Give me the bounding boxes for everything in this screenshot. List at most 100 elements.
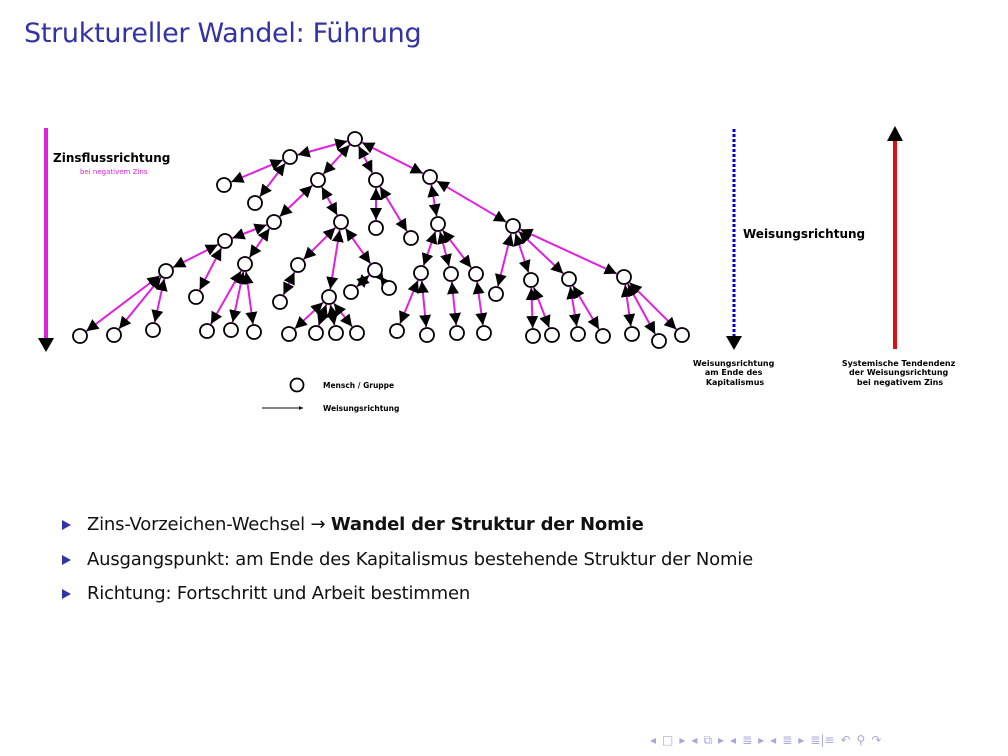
- node-l1: [281, 326, 297, 342]
- svg-text:Weisungsrichtung am Ende d: Weisungsrichtung am Ende des Kapitalismu…: [693, 359, 777, 387]
- nav-frame-icon[interactable]: □: [662, 733, 674, 747]
- edge-o-o2: [416, 280, 432, 328]
- edge-p-p1: [447, 281, 461, 326]
- edge-a-a1: [230, 159, 284, 183]
- edge-k-k1: [356, 274, 370, 288]
- nav-toc-icon[interactable]: ≣|≡: [810, 733, 835, 747]
- edge-s-s1: [566, 286, 581, 327]
- nav-next-section-icon[interactable]: ▸: [758, 733, 765, 747]
- node-l3: [328, 325, 344, 341]
- legend-node-icon: [289, 377, 305, 393]
- edge-r-r1: [525, 287, 539, 329]
- node-h1: [72, 328, 88, 344]
- edge-f-l: [326, 229, 344, 290]
- edge-j-j1: [282, 271, 296, 296]
- node-k: [367, 262, 383, 278]
- blue-caption-line-1: Weisungsrichtung: [693, 359, 775, 368]
- node-t2: [651, 333, 667, 349]
- node-q: [468, 266, 484, 282]
- node-q1: [476, 325, 492, 341]
- edge-m-o: [421, 231, 438, 266]
- edge-l-l4: [333, 302, 353, 328]
- bullet-text: Richtung: Fortschritt und Arbeit bestimm…: [87, 583, 471, 604]
- legend-node-label: Mensch / Gruppe: [323, 381, 394, 390]
- bullet-triangle-icon: [62, 589, 71, 599]
- red-caption-line-1: Systemische Tendendenz: [842, 359, 956, 368]
- node-l2: [308, 325, 324, 341]
- weisungsrichtung-label: Weisungsrichtung: [743, 227, 865, 241]
- nav-search-icon[interactable]: ⚲: [856, 733, 866, 747]
- edge-k-k2: [371, 268, 393, 290]
- edge-b-e: [279, 184, 313, 218]
- hierarchy-diagram: Zinsflussrichtung bei negativem Zins Wei…: [38, 126, 958, 413]
- node-m: [430, 216, 446, 232]
- bullet-list: Zins-Vorzeichen-Wechsel → Wandel der Str…: [62, 512, 753, 616]
- edge-root-c: [357, 145, 374, 174]
- nav-prev-subsection-icon[interactable]: ◂: [691, 733, 698, 747]
- bullet-text: Zins-Vorzeichen-Wechsel →: [87, 514, 331, 535]
- nav-back-icon[interactable]: ↶: [840, 733, 851, 747]
- node-n: [505, 218, 521, 234]
- node-j: [290, 257, 306, 273]
- edge-root-b: [322, 144, 351, 175]
- node-t1: [624, 326, 640, 342]
- node-r: [523, 272, 539, 288]
- edge-l-l2: [316, 304, 329, 326]
- tree-nodes: [72, 131, 690, 349]
- nav-section-icon[interactable]: ≣: [742, 733, 753, 747]
- nav-next-slide-icon[interactable]: ▸: [798, 733, 805, 747]
- edge-d-n: [436, 180, 507, 223]
- nav-prev-section-icon[interactable]: ◂: [730, 733, 737, 747]
- edge-t-t1: [620, 284, 636, 327]
- bullet-item: Richtung: Fortschritt und Arbeit bestimm…: [62, 581, 753, 616]
- node-c2: [403, 230, 419, 246]
- node-h: [158, 263, 174, 279]
- edge-r-r2: [532, 287, 551, 328]
- edge-d-m: [427, 184, 441, 217]
- edge-n-t: [519, 228, 618, 275]
- node-b: [310, 172, 326, 188]
- blue-caption-line-3: Kapitalismus: [706, 378, 765, 387]
- bullet-bold-text: Wandel der Struktur der Nomie: [330, 514, 644, 535]
- edge-e-i: [248, 228, 271, 258]
- svg-text:Systemische Tendendenz der: Systemische Tendendenz der Weisungsricht…: [842, 359, 958, 387]
- node-h2: [106, 327, 122, 343]
- nav-subsection-icon[interactable]: ⧉: [703, 733, 713, 747]
- node-h3: [145, 322, 161, 338]
- nav-prev-icon[interactable]: ◂: [650, 733, 657, 747]
- bullet-item: Ausgangspunkt: am Ende des Kapitalismus …: [62, 547, 753, 582]
- node-g: [217, 233, 233, 249]
- node-a: [282, 149, 298, 165]
- tree-edges: [85, 138, 678, 335]
- node-l4: [349, 325, 365, 341]
- node-f: [333, 214, 349, 230]
- node-e: [266, 214, 282, 230]
- weisungsrichtung-kapitalismus-arrow: [726, 129, 742, 350]
- edge-g-g1: [198, 247, 223, 291]
- nav-next-icon[interactable]: ▸: [679, 733, 686, 747]
- node-i3: [246, 324, 262, 340]
- nav-slide-icon[interactable]: ≣: [782, 733, 793, 747]
- bullet-item: Zins-Vorzeichen-Wechsel → Wandel der Str…: [62, 512, 753, 547]
- systemische-tendenz-arrow: [887, 126, 903, 349]
- node-d: [422, 169, 438, 185]
- node-t: [616, 269, 632, 285]
- edge-c-c2: [379, 186, 408, 232]
- edge-i-i1: [210, 270, 242, 325]
- edge-a-a2: [259, 162, 286, 198]
- edge-root-a: [297, 138, 348, 158]
- nav-forward-icon[interactable]: ↷: [871, 733, 882, 747]
- zinsfluss-arrow: [38, 128, 54, 352]
- edge-t-t3: [628, 281, 678, 331]
- legend-edge-label: Weisungsrichtung: [323, 404, 399, 413]
- node-o1: [389, 323, 405, 339]
- node-t3: [674, 327, 690, 343]
- node-o2: [419, 327, 435, 343]
- bullet-triangle-icon: [62, 520, 71, 530]
- red-caption-line-3: bei negativem Zins: [857, 378, 943, 387]
- nav-prev-slide-icon[interactable]: ◂: [770, 733, 777, 747]
- nav-next-subsection-icon[interactable]: ▸: [718, 733, 725, 747]
- node-r1: [525, 328, 541, 344]
- node-n1: [488, 286, 504, 302]
- edge-root-d: [361, 141, 424, 175]
